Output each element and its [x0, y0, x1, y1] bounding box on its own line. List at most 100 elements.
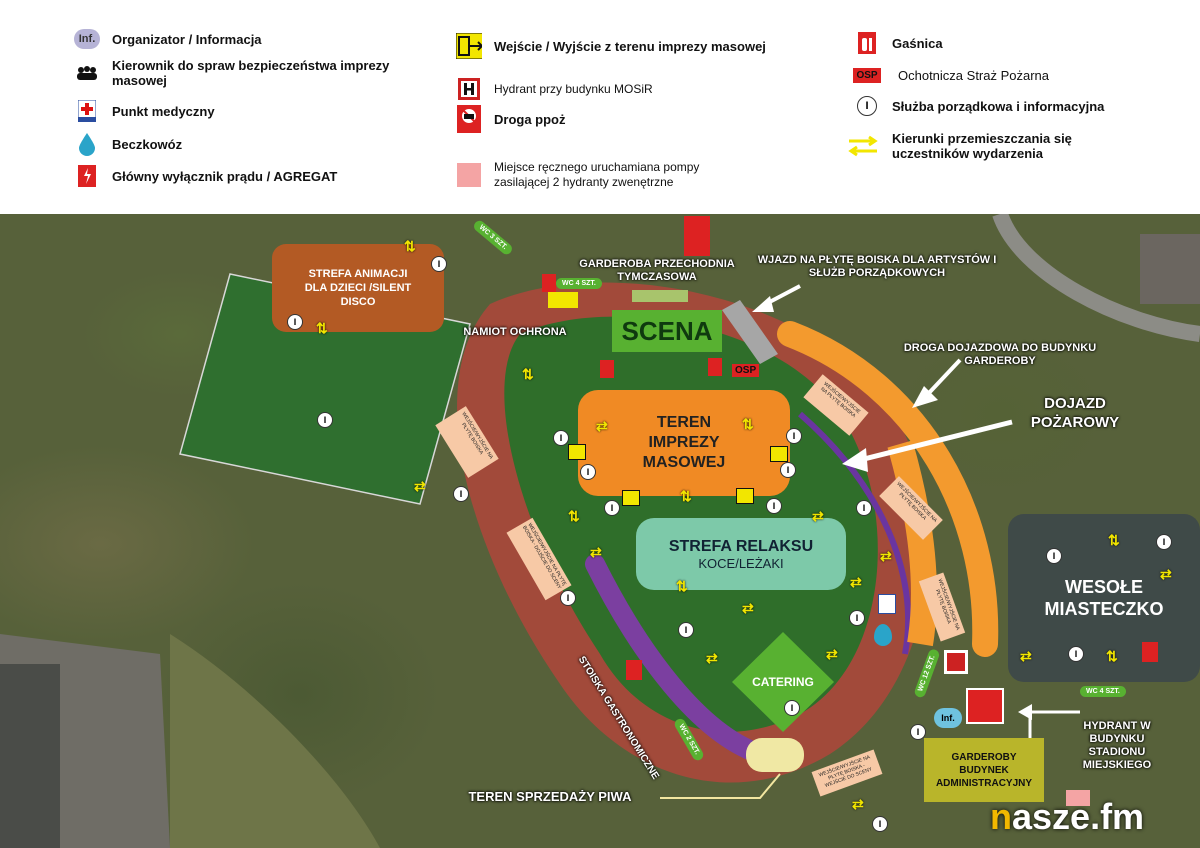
legend-item-security: Kierownik do spraw bezpieczeństwa imprez… — [74, 58, 394, 88]
direction-arrow: ⇅ — [316, 320, 328, 336]
direction-arrow: ⇄ — [742, 600, 754, 616]
direction-arrows-icon — [846, 133, 880, 159]
entrance-exit-icon — [622, 490, 640, 506]
legend-item-entrance: Wejście / Wyjście z terenu imprezy masow… — [456, 33, 766, 59]
steward-pin: I — [856, 500, 872, 516]
artist-entry-strip — [722, 300, 778, 364]
steward-i-icon: I — [854, 93, 880, 119]
pump-square-icon — [456, 162, 482, 188]
legend-item-steward: I Służba porządkowa i informacyjna — [854, 93, 1104, 119]
venue-map: STREFA ANIMACJI DLA DZIECI /SILENT DISCO… — [0, 214, 1200, 848]
catering-shape — [732, 632, 834, 732]
building-southwest — [0, 664, 60, 848]
security-team-icon — [74, 60, 100, 86]
legend-item-medical: Punkt medyczny — [74, 98, 215, 124]
extinguisher-icon — [854, 30, 880, 56]
direction-arrow: ⇄ — [1020, 648, 1032, 664]
steward-pin: I — [604, 500, 620, 516]
direction-arrow: ⇅ — [1106, 648, 1118, 664]
direction-arrow: ⇄ — [590, 544, 602, 560]
osp-badge: OSP — [732, 364, 760, 377]
garderoba-tent — [632, 290, 688, 302]
inf-badge-icon: Inf. — [74, 26, 100, 52]
steward-pin: I — [784, 700, 800, 716]
extinguisher-icon — [708, 358, 722, 376]
direction-arrow: ⇅ — [522, 366, 534, 382]
label-namiot: NAMIOT OCHRONA — [463, 326, 567, 338]
steward-pin: I — [431, 256, 447, 272]
label-wjazd: WJAZD NA PŁYTĘ BOISKA DLA ARTYSTÓW I SŁU… — [757, 254, 997, 279]
steward-pin: I — [553, 430, 569, 446]
steward-pin: I — [849, 610, 865, 626]
medical-cross-icon — [878, 594, 896, 614]
medical-cross-icon — [74, 98, 100, 124]
legend-item-hydrant: Hydrant przy budynku MOSiR — [456, 76, 653, 102]
water-drop-icon — [874, 624, 892, 646]
extinguisher-icon — [542, 274, 556, 292]
zone-teren-imprezy: TEREN IMPREZY MASOWEJ — [578, 390, 790, 496]
direction-arrow: ⇄ — [596, 418, 608, 434]
zone-beer — [746, 738, 804, 772]
road-northeast — [992, 214, 1200, 342]
steward-pin: I — [780, 462, 796, 478]
legend-item-organizer: Inf. Organizator / Informacja — [74, 26, 262, 52]
wc-badge: WC 4 SZT. — [556, 278, 602, 289]
direction-arrow: ⇄ — [812, 508, 824, 524]
steward-pin: I — [910, 724, 926, 740]
steward-pin: I — [872, 816, 888, 832]
extinguisher-icon — [600, 360, 614, 378]
legend-item-pump: Miejsce ręcznego uruchamiana pompy zasil… — [456, 160, 746, 190]
legend-item-water: Beczkowóz — [74, 131, 182, 157]
entrance-exit-icon — [736, 488, 754, 504]
extinguisher-icon — [1142, 642, 1158, 662]
legend-item-extinguisher: Gaśnica — [854, 30, 943, 56]
steward-pin: I — [580, 464, 596, 480]
steward-pin: I — [678, 622, 694, 638]
direction-arrow: ⇅ — [568, 508, 580, 524]
fire-road-icon — [456, 105, 482, 133]
steward-pin: I — [560, 590, 576, 606]
gastro-strip — [585, 554, 770, 764]
power-switch-icon — [74, 163, 100, 189]
direction-arrow: ⇄ — [826, 646, 838, 662]
entrance-exit-icon — [456, 33, 482, 59]
osp-badge-icon: OSP — [853, 62, 881, 88]
label-dojazd: DOJAZD POŻAROWY — [1030, 395, 1120, 431]
zone-scena: SCENA — [612, 310, 722, 352]
direction-arrow: ⇅ — [676, 578, 688, 594]
direction-arrow: ⇄ — [880, 548, 892, 564]
zone-relaks: STREFA RELAKSU KOCE/LEŻAKI — [636, 518, 846, 590]
label-garderoba: GARDEROBA PRZECHODNIA TYMCZASOWA — [579, 258, 735, 283]
extinguisher-icon — [626, 660, 642, 680]
steward-pin: I — [786, 428, 802, 444]
direction-arrow: ⇄ — [852, 796, 864, 812]
legend: Inf. Organizator / Informacja Kierownik … — [0, 0, 1200, 214]
steward-pin: I — [453, 486, 469, 502]
pump-square-icon — [1066, 790, 1090, 806]
direction-arrow: ⇅ — [1108, 532, 1120, 548]
legend-item-osp: OSP Ochotnicza Straż Pożarna — [853, 62, 1049, 88]
direction-arrow: ⇄ — [706, 650, 718, 666]
wc-badge: WC 4 SZT. — [1080, 686, 1126, 697]
entrance-exit-icon — [770, 446, 788, 462]
steward-pin: I — [1068, 646, 1084, 662]
legend-item-directions: Kierunki przemieszczania się uczestników… — [846, 131, 1076, 161]
water-drop-icon — [74, 131, 100, 157]
label-piwo: TEREN SPRZEDAŻY PIWA — [468, 789, 632, 804]
direction-arrow: ⇄ — [414, 478, 426, 494]
label-droga: DROGA DOJAZDOWA DO BUDYNKU GARDEROBY — [903, 342, 1097, 367]
direction-arrow: ⇄ — [850, 574, 862, 590]
fire-access-road — [887, 440, 937, 647]
direction-arrow: ⇄ — [1160, 566, 1172, 582]
steward-pin: I — [287, 314, 303, 330]
steward-pin: I — [766, 498, 782, 514]
steward-pin: I — [1156, 534, 1172, 550]
entrance-exit-icon — [568, 444, 586, 460]
legend-item-fire-road: Droga ppoż — [456, 105, 566, 133]
inf-badge: Inf. — [934, 708, 962, 728]
security-tent — [548, 292, 578, 308]
hydrant-building-icon — [966, 688, 1004, 724]
hydrant-h-icon — [944, 650, 968, 674]
direction-arrow: ⇅ — [404, 238, 416, 254]
steward-pin: I — [1046, 548, 1062, 564]
